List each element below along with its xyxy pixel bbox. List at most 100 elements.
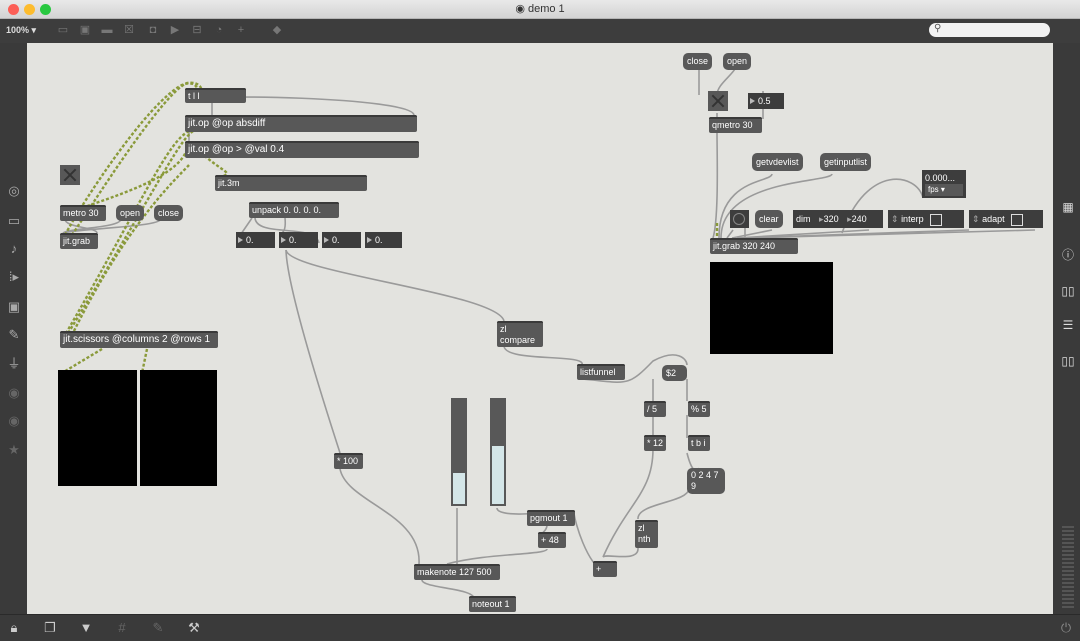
plus-48-object[interactable]: + 48	[538, 532, 566, 548]
object-icon[interactable]: ◘	[149, 24, 157, 36]
interp-attribute[interactable]: ⇕ interp	[888, 210, 964, 228]
presentation-icon[interactable]: ▭	[57, 24, 69, 36]
edit-icon[interactable]: ✎	[152, 620, 164, 635]
jit-grab-right-object[interactable]: jit.grab 320 240	[710, 238, 798, 254]
search-field[interactable]: ⚲	[929, 23, 1050, 37]
zoom-window-button[interactable]	[40, 4, 51, 15]
dim-height[interactable]: 240	[851, 214, 867, 224]
bulb-icon[interactable]: ◉	[8, 385, 20, 400]
clip-icon[interactable]: ✎	[8, 327, 20, 342]
listfunnel-object[interactable]: listfunnel	[577, 364, 625, 380]
paint-icon[interactable]: ◆	[272, 24, 282, 36]
adapt-attribute[interactable]: ⇕ adapt	[969, 210, 1043, 228]
right-sidebar: ▦ ⓘ ▯▯ ☰ ▯▯	[1053, 43, 1080, 614]
record-button[interactable]	[730, 210, 749, 228]
velocity-slider[interactable]	[451, 398, 467, 506]
interp-checkbox[interactable]	[929, 213, 942, 226]
jit-grab-left-object[interactable]: jit.grab	[60, 233, 98, 249]
dim-width[interactable]: 320	[823, 214, 839, 224]
image-icon[interactable]: ▣	[7, 299, 21, 314]
document-icon: ◉	[515, 3, 528, 15]
noteout-object[interactable]: noteout 1	[469, 596, 516, 612]
title-bar: ◉ demo 1	[0, 0, 1080, 19]
grid-toggle-icon[interactable]: #	[118, 620, 126, 635]
add-icon[interactable]: +	[237, 24, 245, 36]
float-box-2[interactable]: 0.	[279, 232, 318, 248]
float-box-3[interactable]: 0.	[322, 232, 361, 248]
dollar2-message[interactable]: $2	[662, 365, 687, 381]
lock-icon[interactable]: 🔒︎	[10, 620, 18, 635]
bottom-bar: 🔒︎ ❐ ▼ # ✎ ⚒ ⏻	[0, 614, 1080, 641]
level-meter	[1062, 526, 1074, 610]
zoom-selector[interactable]: 100% ▾	[6, 25, 37, 35]
video-display-left	[58, 370, 137, 486]
metro-object[interactable]: metro 30	[60, 205, 106, 221]
grid-icon[interactable]: ▦	[1062, 200, 1074, 214]
open-message-left[interactable]: open	[116, 205, 145, 221]
help-icon[interactable]: ◉	[8, 413, 20, 428]
t-ll-object[interactable]: t l l	[185, 88, 246, 103]
jit-op-absdiff-object[interactable]: jit.op @op absdiff	[185, 115, 417, 132]
toolbar: 100% ▾ ▭ ▣ ▬ ☒ ◘ ▶ ⊟ ◔ + ◆ ⚲	[0, 19, 1080, 43]
float-box-1[interactable]: 0.	[236, 232, 275, 248]
patcher-canvas[interactable]: t l l jit.op @op absdiff jit.op @op > @v…	[27, 43, 1053, 614]
close-box-icon[interactable]: ☒	[124, 24, 134, 36]
power-icon[interactable]: ⏻	[1060, 620, 1072, 635]
presentation-toggle-icon[interactable]: ▼	[79, 620, 93, 635]
split-icon[interactable]: ⊟	[192, 24, 202, 36]
jit-op-threshold-object[interactable]: jit.op @op > @val 0.4	[185, 141, 419, 158]
toggle-right[interactable]	[708, 91, 728, 111]
pgmout-object[interactable]: pgmout 1	[527, 510, 575, 526]
eye-icon[interactable]: ◎	[8, 183, 20, 198]
minimize-window-button[interactable]	[24, 4, 35, 15]
list-icon[interactable]: ☰	[1062, 318, 1074, 332]
timer-icon[interactable]: ◔	[215, 24, 223, 36]
getvdevlist-message[interactable]: getvdevlist	[752, 153, 803, 171]
velocity-slider-knob	[453, 471, 465, 473]
wrench-icon[interactable]: ⚒	[188, 620, 200, 635]
video-display-right	[140, 370, 217, 486]
sequence-icon[interactable]: ⁞▸	[8, 269, 20, 284]
clear-message[interactable]: clear	[755, 210, 783, 228]
fps-display[interactable]: 0.000... fps ▾	[922, 170, 966, 198]
book-icon[interactable]: ▯▯	[1061, 284, 1075, 298]
multiply-12-object[interactable]: * 12	[644, 435, 666, 451]
modulo-5-object[interactable]: % 5	[688, 401, 710, 417]
t-b-i-object[interactable]: t b i	[688, 435, 710, 451]
scale-list-message[interactable]: 0 2 4 7 9	[687, 468, 725, 494]
float-box-4[interactable]: 0.	[365, 232, 402, 248]
comment-icon[interactable]: ▬	[101, 24, 113, 36]
plug-icon[interactable]: ⏚	[7, 356, 21, 371]
pitch-slider[interactable]	[490, 398, 506, 506]
doc-icon[interactable]: ▯▯	[1061, 354, 1075, 368]
divide-5-object[interactable]: / 5	[644, 401, 666, 417]
open-message-right[interactable]: open	[723, 53, 752, 70]
new-view-icon[interactable]: ❐	[44, 620, 56, 635]
search-icon: ⚲	[934, 23, 942, 34]
video-icon[interactable]: ▭	[7, 213, 21, 228]
zl-nth-object[interactable]: zl nth	[635, 520, 658, 548]
makenote-object[interactable]: makenote 127 500	[414, 564, 500, 580]
qmetro-object[interactable]: qmetro 30	[709, 117, 762, 133]
play-icon[interactable]: ▶	[170, 24, 180, 36]
plus-object[interactable]: +	[593, 561, 617, 577]
adapt-checkbox[interactable]	[1010, 213, 1023, 226]
getinputlist-message[interactable]: getinputlist	[820, 153, 872, 171]
camera-display	[710, 262, 833, 354]
jit-3m-object[interactable]: jit.3m	[215, 175, 367, 191]
fps-menu[interactable]: fps ▾	[925, 184, 963, 196]
multiply-100-object[interactable]: * 100	[334, 453, 363, 469]
info-icon[interactable]: ⓘ	[1061, 248, 1074, 262]
toggle-left[interactable]	[60, 165, 80, 185]
float-box-0-5[interactable]: 0.5	[748, 93, 784, 109]
star-icon[interactable]: ★	[8, 442, 20, 457]
close-message-left[interactable]: close	[154, 205, 184, 221]
jit-scissors-object[interactable]: jit.scissors @columns 2 @rows 1	[60, 331, 218, 348]
dim-attribute[interactable]: dim ▸320 ▸240	[793, 210, 883, 228]
patcher-icon[interactable]: ▣	[79, 24, 91, 36]
music-icon[interactable]: ♪	[10, 241, 18, 256]
close-window-button[interactable]	[8, 4, 19, 15]
unpack-object[interactable]: unpack 0. 0. 0. 0.	[249, 202, 339, 218]
zl-compare-object[interactable]: zl compare	[497, 321, 543, 347]
close-message-right[interactable]: close	[683, 53, 713, 70]
